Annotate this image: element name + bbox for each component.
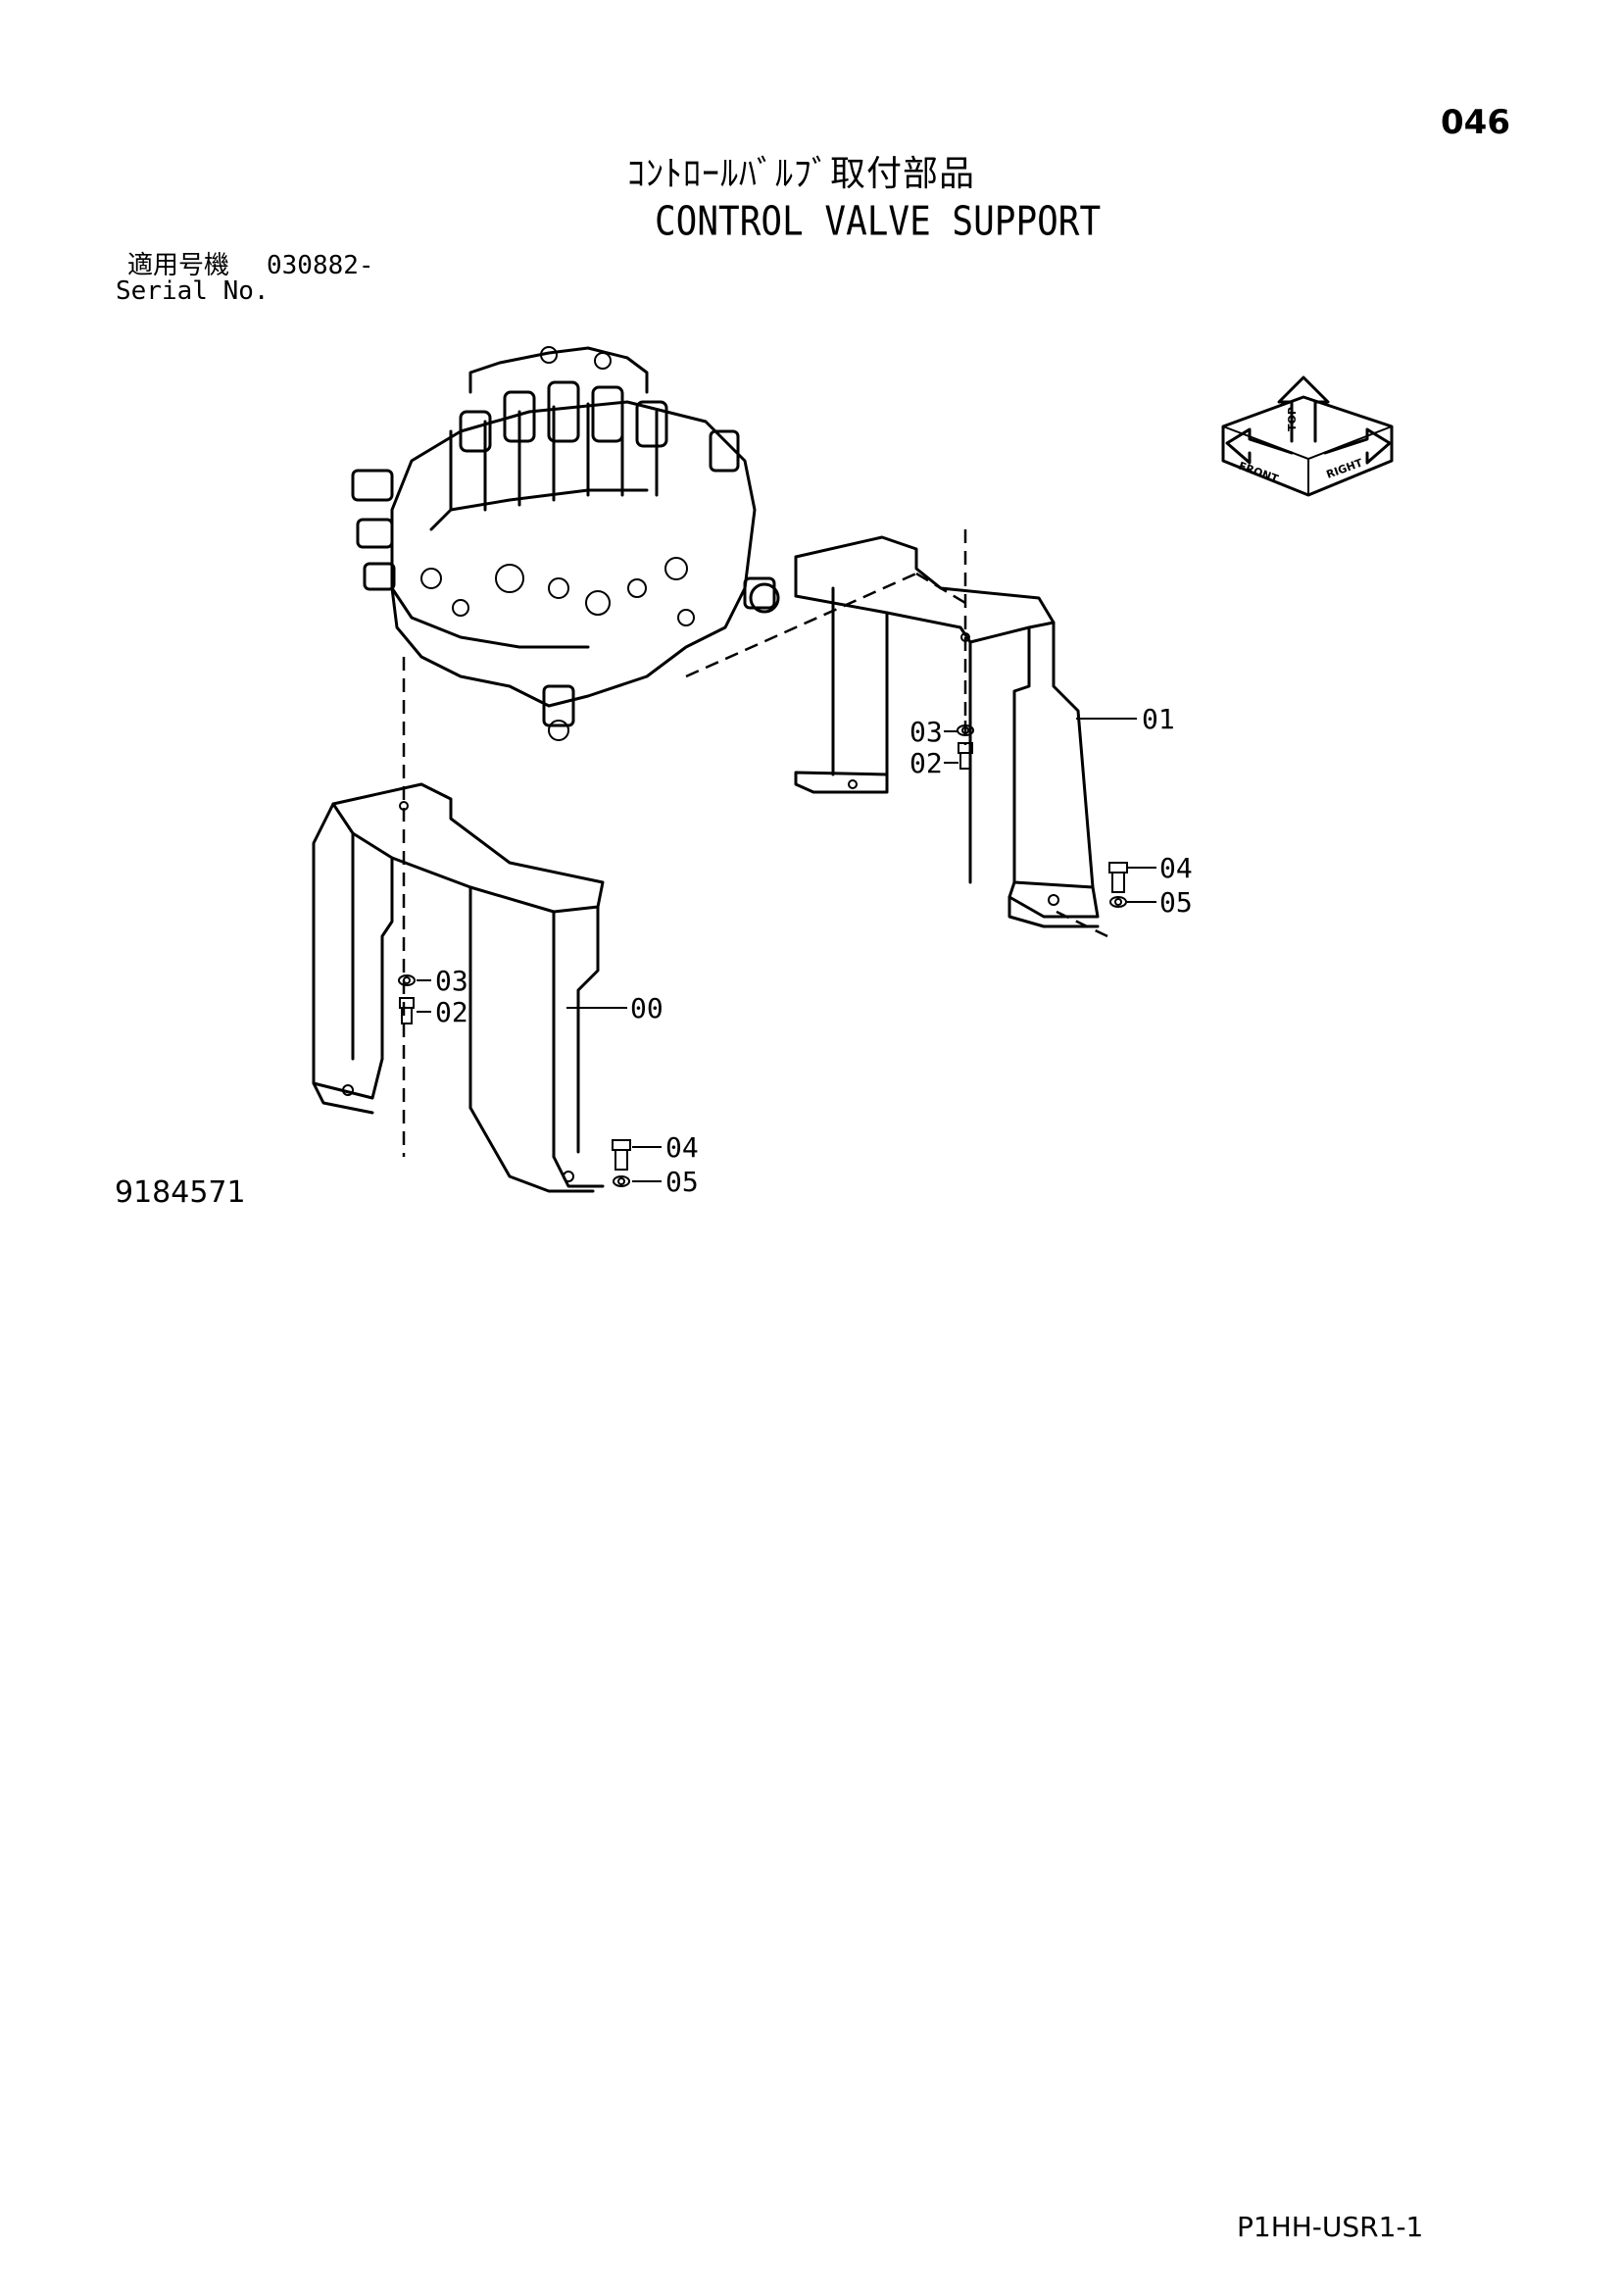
page-title: CONTROL VALVE SUPPORT <box>655 198 1102 245</box>
fastener-bolt-lower-foot <box>612 1139 631 1171</box>
orientation-front-label: FRONT <box>1237 460 1280 486</box>
callout-bolt-upper: 02 <box>909 747 943 779</box>
serial-label-japanese: 適用号機 <box>127 251 230 280</box>
fastener-bolt-lower <box>399 997 415 1024</box>
assembly-line-upper-c <box>963 721 1108 938</box>
callout-bolt-upper-foot: 04 <box>1159 852 1193 884</box>
callout-bracket-lower: 00 <box>630 992 664 1024</box>
callout-bolt-lower-foot: 04 <box>665 1131 699 1164</box>
serial-label: Serial No. <box>116 276 270 306</box>
callout-washer-lower: 03 <box>435 965 468 997</box>
figure-number: 9184571 <box>115 1175 246 1210</box>
fastener-bolt-upper <box>958 742 973 770</box>
callout-washer-upper: 03 <box>909 716 943 748</box>
fastener-washer-lower-foot <box>613 1175 630 1187</box>
control-valve-illustration <box>351 346 780 741</box>
page-title-japanese: ｺﾝﾄﾛｰﾙﾊﾞﾙﾌﾞ取付部品 <box>627 154 976 194</box>
support-bracket-lower <box>312 782 605 1193</box>
callout-bolt-lower: 02 <box>435 996 468 1028</box>
callout-washer-lower-foot: 05 <box>665 1166 699 1198</box>
serial-number-value: 030882- <box>267 251 374 280</box>
fastener-bolt-upper-foot <box>1108 862 1128 893</box>
support-bracket-upper <box>794 535 1100 928</box>
orientation-top-label: TOP <box>1286 407 1299 431</box>
fastener-washer-lower <box>398 974 416 986</box>
fastener-washer-upper-foot <box>1109 896 1127 908</box>
callout-washer-upper-foot: 05 <box>1159 886 1193 919</box>
page-number: 046 <box>1441 103 1510 142</box>
orientation-right-label: RIGHT <box>1325 456 1365 480</box>
orientation-indicator-icon: FRONT RIGHT TOP <box>1221 375 1394 497</box>
callout-bracket-upper: 01 <box>1142 703 1175 735</box>
document-code: P1HH-USR1-1 <box>1237 2211 1424 2243</box>
